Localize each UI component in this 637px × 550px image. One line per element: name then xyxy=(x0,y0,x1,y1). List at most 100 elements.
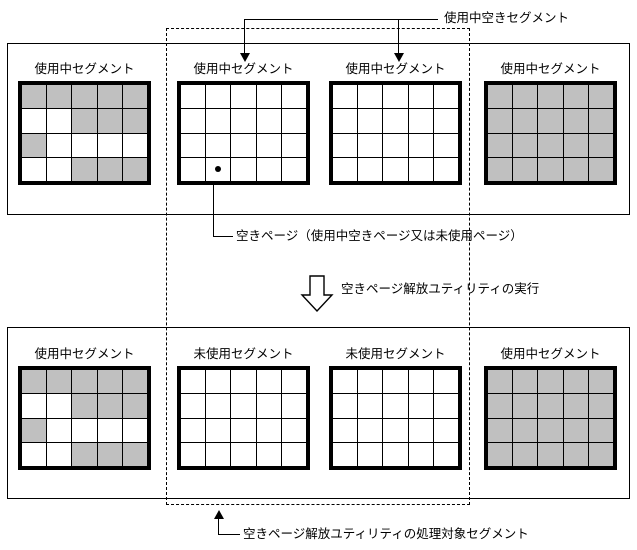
before-segment-4-grid xyxy=(484,81,617,185)
after-segment-4: 使用中セグメント xyxy=(484,347,617,472)
page-cell xyxy=(97,418,122,442)
page-cell xyxy=(333,418,358,442)
page-cell xyxy=(72,418,97,442)
target-segment-arrowhead xyxy=(214,510,224,519)
target-segment-dashed-region xyxy=(166,28,470,505)
page-cell xyxy=(181,418,206,442)
page-cell xyxy=(383,109,408,133)
page-cell xyxy=(358,85,383,109)
before-segment-2-label: 使用中セグメント xyxy=(193,61,294,76)
after-memory-area xyxy=(7,327,630,499)
before-segment-4: 使用中セグメント xyxy=(484,62,617,187)
page-cell xyxy=(122,157,147,181)
before-memory-area xyxy=(7,43,630,215)
target-segment-callout-label: 空きページ解放ユティリティの処理対象セグメント xyxy=(243,526,529,541)
page-cell xyxy=(563,442,588,466)
after-segment-1-grid xyxy=(18,366,151,470)
page-cell xyxy=(433,370,458,394)
page-cell xyxy=(181,394,206,418)
page-cell xyxy=(256,157,281,181)
page-cell xyxy=(488,370,513,394)
page-cell xyxy=(97,133,122,157)
after-segment-2: 未使用セグメント xyxy=(177,347,310,472)
page-cell xyxy=(358,157,383,181)
free-page-leader-foot xyxy=(213,236,233,237)
page-cell xyxy=(231,442,256,466)
page-cell xyxy=(538,157,563,181)
after-segment-4-label: 使用中セグメント xyxy=(500,346,601,361)
page-cell xyxy=(206,394,231,418)
page-cell xyxy=(231,85,256,109)
page-cell xyxy=(22,418,47,442)
target-segment-leader-stem xyxy=(218,516,219,534)
page-cell xyxy=(256,109,281,133)
page-cell xyxy=(333,157,358,181)
page-cell xyxy=(408,370,433,394)
top-callout-label: 使用中空きセグメント xyxy=(444,10,570,25)
page-cell xyxy=(72,157,97,181)
page-cell xyxy=(47,109,72,133)
page-cell xyxy=(433,109,458,133)
page-cell xyxy=(513,109,538,133)
page-cell xyxy=(206,418,231,442)
page-cell xyxy=(333,85,358,109)
page-cell xyxy=(122,109,147,133)
page-cell xyxy=(563,157,588,181)
page-cell xyxy=(538,394,563,418)
page-cell xyxy=(256,133,281,157)
page-cell xyxy=(231,370,256,394)
before-segment-3-grid xyxy=(329,81,462,185)
page-cell xyxy=(97,157,122,181)
page-cell xyxy=(47,85,72,109)
before-segment-1-label: 使用中セグメント xyxy=(34,61,135,76)
page-cell xyxy=(333,109,358,133)
page-cell xyxy=(281,394,306,418)
after-segment-2-label: 未使用セグメント xyxy=(193,346,294,361)
page-cell xyxy=(22,394,47,418)
page-cell xyxy=(231,394,256,418)
page-cell xyxy=(408,418,433,442)
page-cell xyxy=(408,85,433,109)
page-cell xyxy=(22,157,47,181)
page-cell xyxy=(513,157,538,181)
page-cell xyxy=(206,85,231,109)
page-cell xyxy=(181,85,206,109)
after-segment-3-grid xyxy=(329,366,462,470)
page-cell xyxy=(22,133,47,157)
page-cell xyxy=(97,109,122,133)
page-cell xyxy=(538,85,563,109)
top-callout-arrowhead-left xyxy=(240,53,250,62)
page-cell xyxy=(488,157,513,181)
free-page-marker-dot xyxy=(215,166,222,173)
page-cell xyxy=(72,394,97,418)
page-cell xyxy=(206,157,231,181)
page-cell xyxy=(256,418,281,442)
page-cell xyxy=(588,442,613,466)
after-segment-3: 未使用セグメント xyxy=(329,347,462,472)
page-cell xyxy=(72,85,97,109)
page-cell xyxy=(488,133,513,157)
page-cell xyxy=(588,85,613,109)
page-cell xyxy=(358,109,383,133)
page-cell xyxy=(408,442,433,466)
page-cell xyxy=(358,133,383,157)
before-segment-2-grid xyxy=(177,81,310,185)
page-cell xyxy=(206,133,231,157)
page-cell xyxy=(513,370,538,394)
page-cell xyxy=(122,442,147,466)
page-cell xyxy=(206,442,231,466)
page-cell xyxy=(513,133,538,157)
page-cell xyxy=(513,394,538,418)
top-callout-stem-left xyxy=(244,19,245,57)
page-cell xyxy=(408,394,433,418)
page-cell xyxy=(22,85,47,109)
before-segment-1: 使用中セグメント xyxy=(18,62,151,187)
page-cell xyxy=(256,394,281,418)
page-cell xyxy=(22,370,47,394)
page-cell xyxy=(281,133,306,157)
page-cell xyxy=(256,85,281,109)
page-cell xyxy=(383,418,408,442)
page-cell xyxy=(281,370,306,394)
page-cell xyxy=(358,394,383,418)
page-cell xyxy=(383,133,408,157)
